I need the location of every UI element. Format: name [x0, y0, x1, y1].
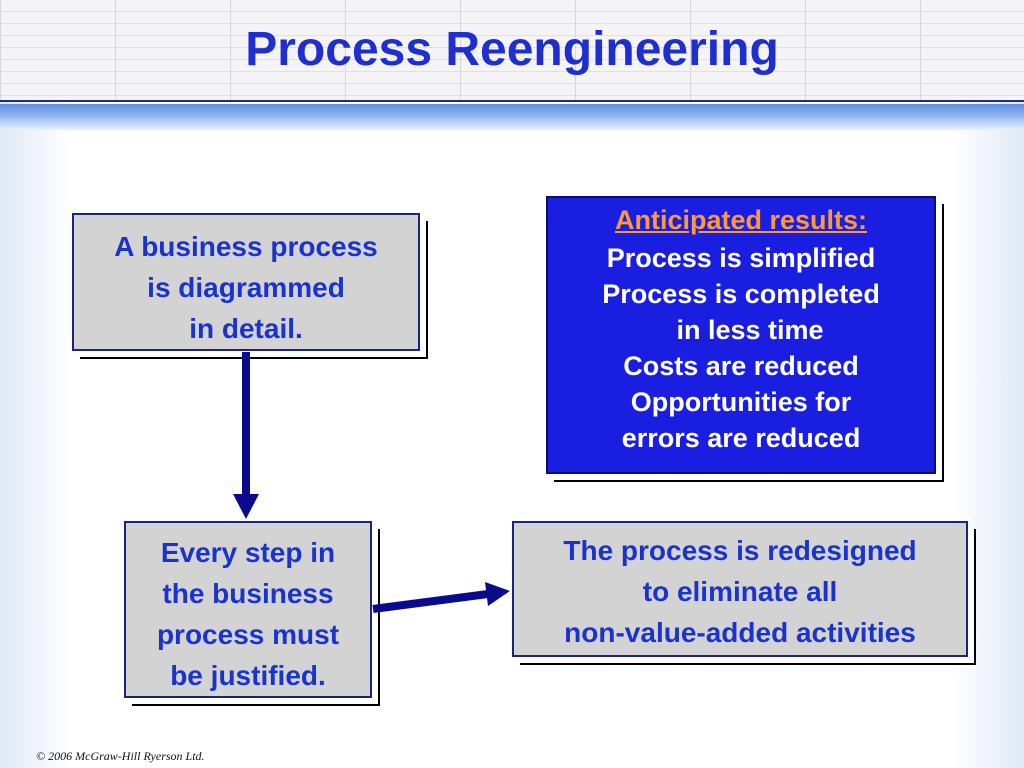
result-item: errors are reduced — [621, 423, 861, 453]
box-text-line: the business — [162, 578, 334, 609]
box-text-line: be justified. — [170, 660, 326, 691]
box-text-line: non-value-added activities — [564, 617, 916, 648]
header-grid-band — [0, 0, 1024, 100]
header-rule-dark — [0, 100, 1024, 102]
arrow-down — [233, 352, 259, 519]
slide-title: Process Reengineering — [245, 23, 779, 76]
box-text-line: to eliminate all — [642, 576, 838, 607]
box-anticipated-results: Anticipated results: Process is simplifi… — [546, 196, 936, 474]
box-process-redesigned: The process is redesigned to eliminate a… — [512, 521, 968, 657]
copyright-notice: © 2006 McGraw-Hill Ryerson Ltd. — [36, 749, 205, 763]
result-item: in less time — [676, 315, 824, 345]
result-item: Opportunities for — [630, 387, 852, 417]
box-process-diagrammed: A business process is diagrammed in deta… — [72, 213, 420, 351]
header-rule-blue — [0, 104, 1024, 130]
box-step-justified: Every step in the business process must … — [124, 521, 372, 698]
results-heading: Anticipated results: — [614, 205, 868, 235]
box-text-line: The process is redesigned — [563, 535, 917, 566]
box-text-line: A business process — [114, 231, 378, 262]
box-text-line: is diagrammed — [147, 272, 345, 303]
result-item: Process is completed — [602, 279, 880, 309]
result-item: Process is simplified — [606, 243, 876, 273]
result-item: Costs are reduced — [623, 351, 859, 381]
box-text-line: in detail. — [189, 313, 303, 344]
box-text-line: process must — [156, 619, 340, 650]
arrow-right — [372, 582, 510, 613]
box-text-line: Every step in — [160, 537, 336, 568]
